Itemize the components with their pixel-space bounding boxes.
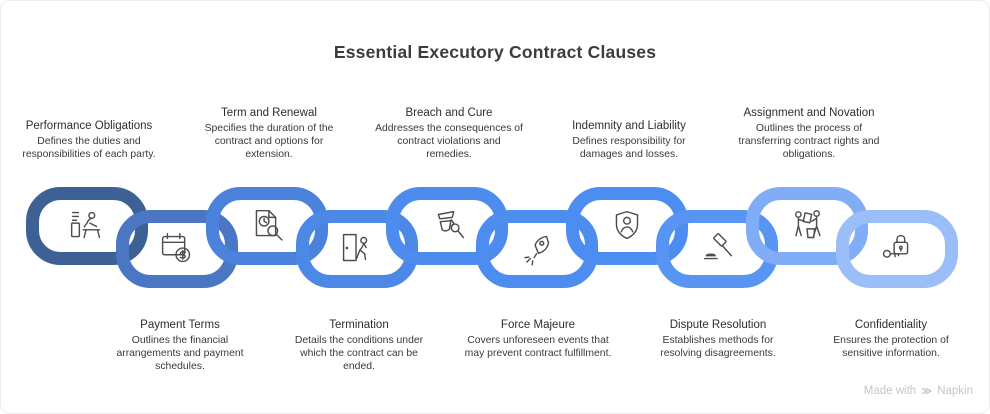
chain-link-indemnity-and-liability xyxy=(566,187,688,265)
chain-link-assignment-and-novation xyxy=(746,187,868,265)
watermark-brand: Napkin xyxy=(937,385,973,397)
clause-name: Assignment and Novation xyxy=(743,106,875,119)
chain-ring xyxy=(26,187,148,265)
chain-ring xyxy=(836,210,958,288)
chain-link-termination xyxy=(296,210,418,288)
clause-name: Term and Renewal xyxy=(221,106,317,119)
clause-name: Breach and Cure xyxy=(405,106,493,119)
clause-name: Payment Terms xyxy=(140,319,220,331)
gavel-icon xyxy=(703,233,733,260)
chain-ring xyxy=(116,210,238,288)
chain-ring xyxy=(476,210,598,288)
clause-desc: Ensures the protection of sensitive info… xyxy=(833,334,949,360)
clause-desc: Specifies the duration of the contract a… xyxy=(204,122,334,160)
clause-desc: Details the conditions under which the c… xyxy=(294,334,424,373)
watermark-prefix: Made with xyxy=(863,385,917,397)
broken-vase-magnifier-icon xyxy=(437,210,465,239)
chain-ring xyxy=(206,187,328,265)
rocket-sparks-icon xyxy=(524,235,550,266)
chain-ring xyxy=(746,187,868,265)
napkin-logo-icon xyxy=(922,387,932,395)
clause-name: Performance Obligations xyxy=(25,119,153,132)
chain-link-performance-obligations xyxy=(26,187,148,265)
clause-desc: Defines the duties and responsibilities … xyxy=(22,135,156,160)
clause-desc: Covers unforeseen events that may preven… xyxy=(464,334,612,360)
document-clock-magnifier-icon xyxy=(255,209,283,241)
chain-link-term-and-renewal xyxy=(206,187,328,265)
clause-desc: Defines responsibility for damages and l… xyxy=(572,135,686,160)
clause-name: Confidentiality xyxy=(854,319,928,331)
chain-link-breach-and-cure xyxy=(386,187,508,265)
person-exit-door-icon xyxy=(342,233,368,262)
clause-desc: Addresses the consequences of contract v… xyxy=(375,122,523,160)
chain-ring xyxy=(296,210,418,288)
chain-ring xyxy=(656,210,778,288)
person-at-desk-icon xyxy=(70,211,101,239)
clause-desc: Outlines the financial arrangements and … xyxy=(116,334,244,373)
clause-desc: Establishes methods for resolving disagr… xyxy=(660,334,776,360)
clause-name: Indemnity and Liability xyxy=(572,119,686,132)
clause-name: Force Majeure xyxy=(500,319,576,331)
lock-key-icon xyxy=(882,234,909,258)
clause-desc: Outlines the process of transferring con… xyxy=(738,122,880,160)
chain-ring xyxy=(566,187,688,265)
watermark: Made with Napkin xyxy=(864,385,973,397)
people-handover-icon xyxy=(794,210,821,239)
clause-name: Dispute Resolution xyxy=(669,319,767,331)
clause-name: Termination xyxy=(329,319,389,331)
chain-ring xyxy=(386,187,508,265)
shield-person-icon xyxy=(615,210,639,240)
chain-link-dispute-resolution xyxy=(656,210,778,288)
chain-link-payment-terms xyxy=(116,210,238,288)
chain-link-force-majeure xyxy=(476,210,598,288)
chain-link-confidentiality xyxy=(836,210,958,288)
calendar-dollar-icon xyxy=(161,232,191,263)
page-title: Essential Executory Contract Clauses xyxy=(333,42,657,62)
